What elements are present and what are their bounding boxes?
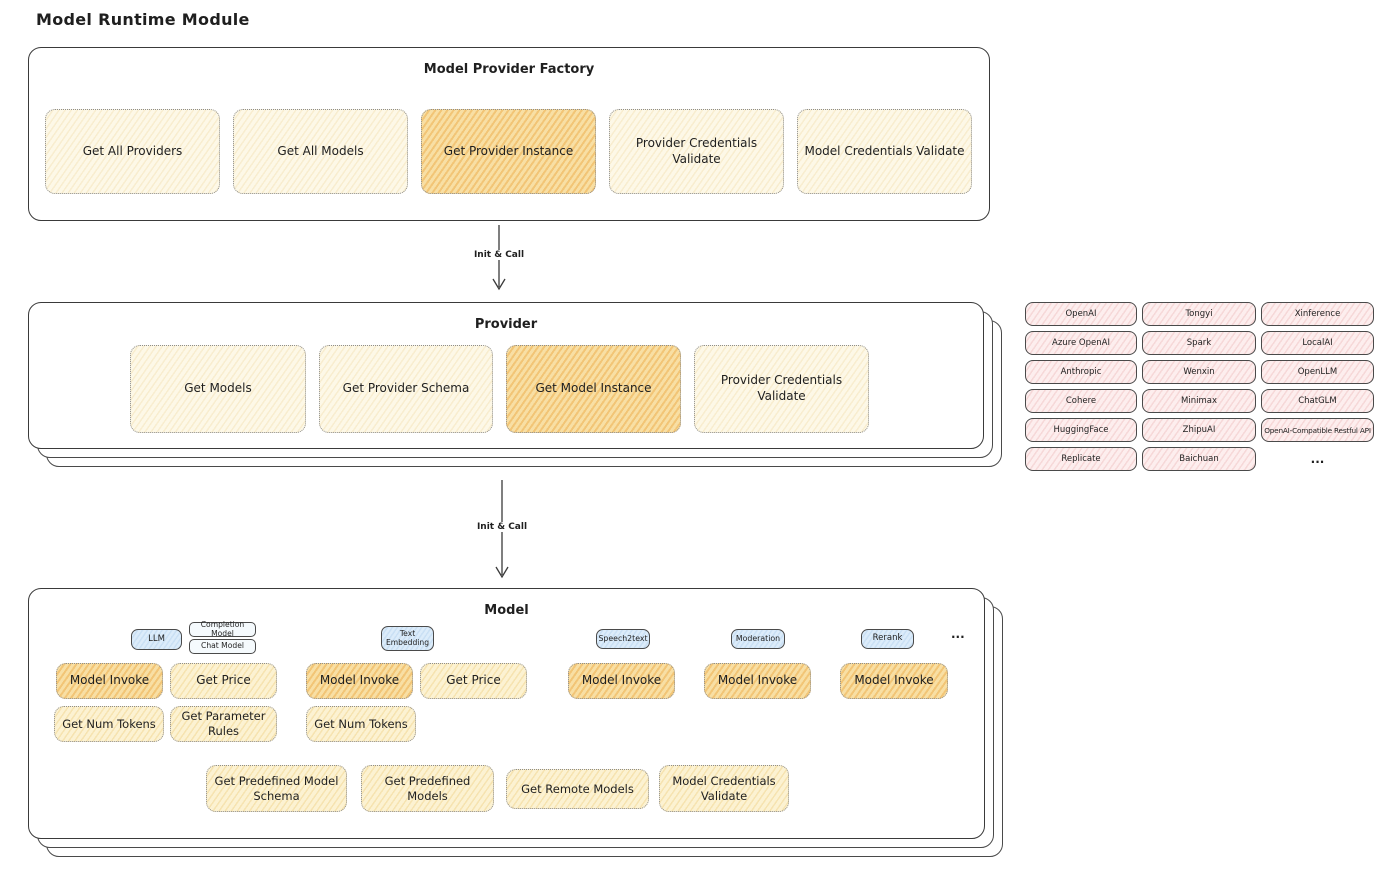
node-llm-model-invoke: Model Invoke	[56, 663, 163, 699]
node-get-remote-models: Get Remote Models	[506, 769, 649, 809]
tag-rerank: Rerank	[861, 629, 914, 649]
provider-item-openllm: OpenLLM	[1261, 360, 1374, 384]
provider-list-ellipsis: ...	[1310, 452, 1325, 466]
node-model-credentials-validate-2: Model Credentials Validate	[659, 765, 789, 812]
page-title: Model Runtime Module	[36, 10, 250, 29]
node-llm-get-parameter-rules: Get Parameter Rules	[170, 706, 277, 742]
tag-completion-model: Completion Model	[189, 620, 256, 637]
provider-nodes-row: Get Models Get Provider Schema Get Model…	[130, 345, 869, 433]
node-model-credentials-validate: Model Credentials Validate	[797, 109, 972, 194]
arrow-label-init-call-2: Init & Call	[472, 522, 532, 532]
node-moderation-model-invoke: Model Invoke	[704, 663, 811, 699]
tag-speech2text: Speech2text	[596, 629, 650, 649]
tag-moderation: Moderation	[731, 629, 785, 649]
provider-item-anthropic: Anthropic	[1025, 360, 1137, 384]
node-get-predefined-model-schema: Get Predefined Model Schema	[206, 765, 347, 812]
provider-item-openai: OpenAI	[1025, 302, 1137, 326]
node-rerank-model-invoke: Model Invoke	[840, 663, 948, 699]
provider-item-tongyi: Tongyi	[1142, 302, 1256, 326]
node-te-get-num-tokens: Get Num Tokens	[306, 706, 416, 742]
tag-chat-model: Chat Model	[189, 639, 256, 654]
provider-item-minimax: Minimax	[1142, 389, 1256, 413]
node-get-models: Get Models	[130, 345, 306, 433]
model-panel: Model LLM Completion Model Chat Model Te…	[28, 588, 985, 839]
provider-panel: Provider Get Models Get Provider Schema …	[28, 302, 984, 449]
arrow-provider-to-model: Init & Call	[472, 480, 532, 583]
provider-item-chatglm: ChatGLM	[1261, 389, 1374, 413]
provider-item-localai: LocalAI	[1261, 331, 1374, 355]
node-get-provider-instance: Get Provider Instance	[421, 109, 596, 194]
model-types-ellipsis: ...	[951, 627, 965, 641]
factory-panel: Model Provider Factory Get All Providers…	[28, 47, 990, 221]
node-get-all-providers: Get All Providers	[45, 109, 220, 194]
provider-item-huggingface: HuggingFace	[1025, 418, 1137, 442]
arrow-factory-to-provider: Init & Call	[469, 225, 529, 295]
node-te-get-price: Get Price	[420, 663, 527, 699]
provider-item-openai-compatible: OpenAI-Compatible Restful API	[1261, 418, 1374, 442]
tag-text-embedding: Text Embedding	[381, 626, 434, 651]
node-llm-get-price: Get Price	[170, 663, 277, 699]
provider-item-baichuan: Baichuan	[1142, 447, 1256, 471]
provider-item-zhipuai: ZhipuAI	[1142, 418, 1256, 442]
node-get-provider-schema: Get Provider Schema	[319, 345, 493, 433]
node-get-predefined-models: Get Predefined Models	[361, 765, 494, 812]
tag-llm: LLM	[131, 629, 182, 650]
factory-title: Model Provider Factory	[423, 62, 595, 77]
provider-item-azure-openai: Azure OpenAI	[1025, 331, 1137, 355]
provider-item-wenxin: Wenxin	[1142, 360, 1256, 384]
node-provider-credentials-validate: Provider Credentials Validate	[609, 109, 784, 194]
node-get-model-instance: Get Model Instance	[506, 345, 681, 433]
provider-item-replicate: Replicate	[1025, 447, 1137, 471]
provider-title: Provider	[474, 317, 538, 332]
node-te-model-invoke: Model Invoke	[306, 663, 413, 699]
provider-list: OpenAI Tongyi Xinference Azure OpenAI Sp…	[1025, 302, 1378, 471]
node-provider-credentials-validate-2: Provider Credentials Validate	[694, 345, 869, 433]
node-llm-get-num-tokens: Get Num Tokens	[54, 706, 164, 742]
provider-item-xinference: Xinference	[1261, 302, 1374, 326]
arrow-down-icon	[492, 225, 506, 291]
node-s2t-model-invoke: Model Invoke	[568, 663, 675, 699]
provider-item-cohere: Cohere	[1025, 389, 1137, 413]
model-title: Model	[484, 603, 529, 618]
factory-nodes-row: Get All Providers Get All Models Get Pro…	[45, 109, 972, 194]
node-get-all-models: Get All Models	[233, 109, 408, 194]
arrow-label-init-call-1: Init & Call	[469, 250, 529, 260]
provider-item-spark: Spark	[1142, 331, 1256, 355]
